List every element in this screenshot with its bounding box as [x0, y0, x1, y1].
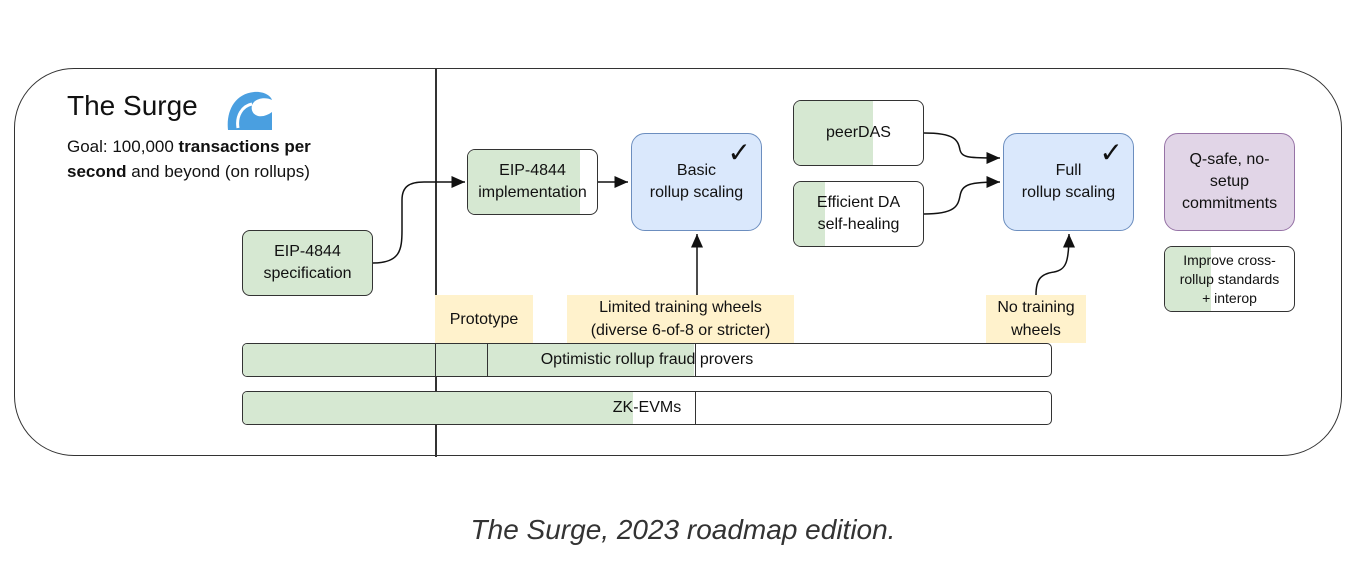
peerdas-box: peerDAS [793, 100, 924, 166]
basic-rollup-scaling-box: ✓ Basic rollup scaling [631, 133, 762, 231]
phase-divider [435, 68, 437, 457]
roadmap-frame [14, 68, 1342, 456]
cross-rollup-standards-box: Improve cross- rollup standards + intero… [1164, 246, 1295, 312]
optimistic-fraud-provers-bar: Optimistic rollup fraud provers [242, 343, 1052, 377]
diagram-title: The Surge [67, 90, 198, 121]
efficient-da-box: Efficient DA self-healing [793, 181, 924, 247]
limited-training-wheels-note: Limited training wheels (diverse 6-of-8 … [567, 295, 794, 343]
zk-evms-bar: ZK-EVMs [242, 391, 1052, 425]
eip4844-impl-box: EIP-4844 implementation [467, 149, 598, 215]
no-training-wheels-note: No training wheels [986, 295, 1086, 343]
figure-caption: The Surge, 2023 roadmap edition. [470, 514, 896, 545]
qsafe-commitments-box: Q-safe, no- setup commitments [1164, 133, 1295, 231]
checkmark-icon: ✓ [1099, 136, 1123, 169]
wave-icon [227, 91, 272, 130]
full-rollup-scaling-box: ✓ Full rollup scaling [1003, 133, 1134, 231]
eip4844-spec-box: EIP-4844 specification [242, 230, 373, 296]
prototype-note: Prototype [435, 295, 533, 343]
checkmark-icon: ✓ [727, 136, 751, 169]
